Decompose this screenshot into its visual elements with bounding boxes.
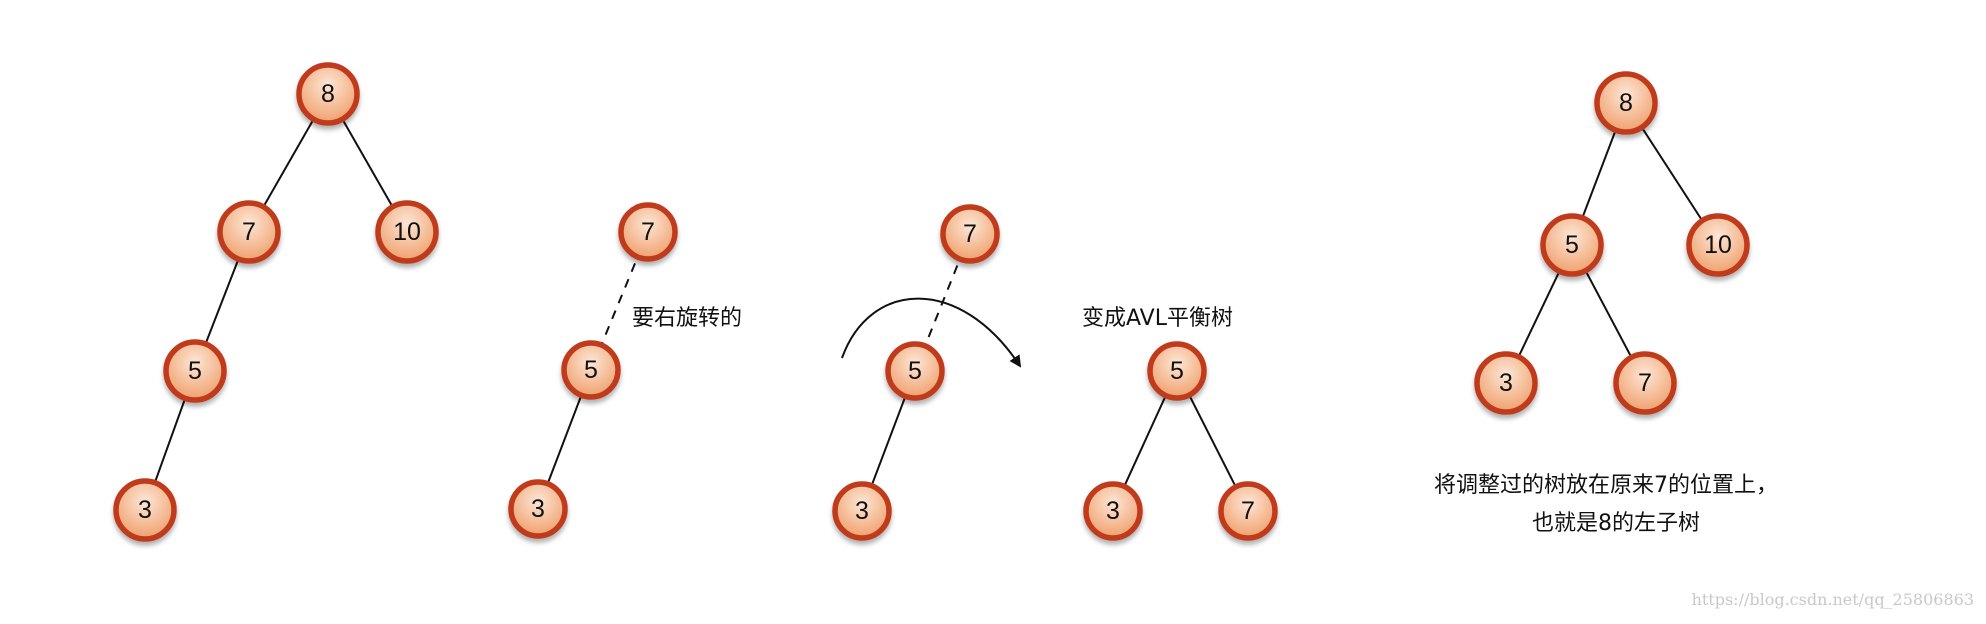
node-value: 7	[1241, 497, 1255, 525]
node-value: 8	[321, 80, 335, 108]
tree4-node-right: 7	[1218, 481, 1278, 541]
tree2-node-top: 7	[618, 202, 678, 262]
node-value: 7	[1638, 369, 1652, 397]
tree3-node-middle: 5	[885, 341, 945, 401]
node-value: 5	[1170, 357, 1184, 385]
tree5-edges	[1505, 102, 1719, 384]
watermark: https://blog.csdn.net/qq_25806863	[1691, 590, 1974, 609]
tree5-node-left: 5	[1540, 213, 1604, 277]
tree1-node-root: 8	[296, 62, 360, 126]
tree1-node-left-left-left: 3	[113, 478, 177, 542]
result-caption-line2: 也就是8的左子树	[1532, 511, 1700, 536]
tree1-node-left-left: 5	[163, 339, 227, 403]
tree4-node-left: 3	[1083, 481, 1143, 541]
rotate-right-arrow-icon	[841, 297, 1022, 368]
node-value: 7	[242, 218, 256, 246]
node-value: 8	[1619, 89, 1633, 117]
tree4-node-root: 5	[1147, 341, 1207, 401]
tree2-node-bottom: 3	[508, 479, 568, 539]
tree5-node-left-left: 3	[1474, 351, 1538, 415]
result-caption-line1: 将调整过的树放在原来7的位置上，	[1434, 473, 1778, 498]
tree1-node-left: 7	[217, 200, 281, 264]
tree5-node-left-right: 7	[1613, 351, 1677, 415]
tree3-node-top: 7	[940, 204, 1000, 264]
node-value: 3	[855, 497, 869, 525]
tree5-node-right: 10	[1686, 213, 1750, 277]
tree2-node-middle: 5	[561, 340, 621, 400]
node-value: 3	[1106, 497, 1120, 525]
node-value: 7	[963, 220, 977, 248]
node-value: 5	[908, 357, 922, 385]
node-value: 5	[188, 357, 202, 385]
node-value: 10	[1704, 231, 1732, 259]
node-value: 3	[1499, 369, 1513, 397]
tree1-node-right: 10	[375, 200, 439, 264]
tree3-node-bottom: 3	[832, 481, 892, 541]
tree1-edges	[144, 93, 408, 511]
node-value: 3	[531, 495, 545, 523]
node-value: 7	[641, 218, 655, 246]
avl-balanced-caption: 变成AVL平衡树	[1082, 306, 1233, 331]
node-value: 5	[1565, 231, 1579, 259]
node-value: 5	[584, 356, 598, 384]
tree5-node-root: 8	[1594, 71, 1658, 135]
node-value: 10	[393, 218, 421, 246]
rotate-right-caption: 要右旋转的	[632, 306, 743, 331]
node-value: 3	[138, 496, 152, 524]
